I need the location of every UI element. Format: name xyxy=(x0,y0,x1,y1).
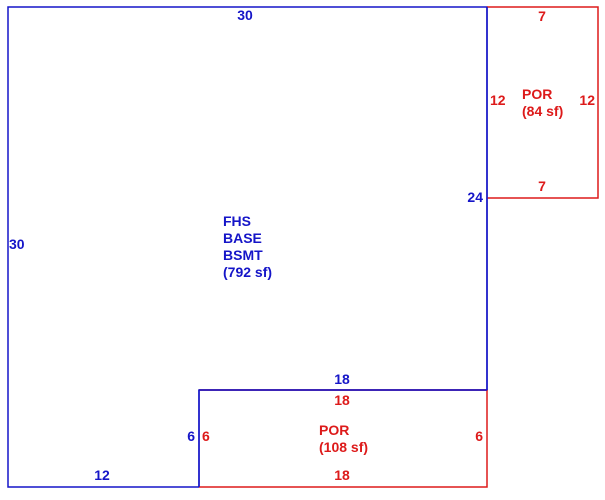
porch-bottom-dim-top: 18 xyxy=(334,392,350,408)
main-dim-notch-side: 6 xyxy=(187,428,195,444)
main-dim-left: 30 xyxy=(9,236,25,252)
porch-right-dim-left: 12 xyxy=(490,92,506,108)
porch-bottom-size: (108 sf) xyxy=(319,439,368,455)
porch-bottom-dim-right: 6 xyxy=(475,428,483,444)
porch-right-outline xyxy=(487,6,599,199)
porch-right-dim-top: 7 xyxy=(538,8,546,24)
main-area-name-line3: BSMT xyxy=(223,247,263,263)
porch-bottom-name: POR xyxy=(319,422,349,438)
porch-right-dim-bottom: 7 xyxy=(538,178,546,194)
main-dim-right: 24 xyxy=(467,189,483,205)
main-area-name-line2: BASE xyxy=(223,230,262,246)
porch-right-size: (84 sf) xyxy=(522,103,563,119)
main-dim-bottom: 12 xyxy=(94,467,110,483)
main-area-name-line1: FHS xyxy=(223,213,251,229)
main-area-size: (792 sf) xyxy=(223,264,272,280)
main-dim-notch-top: 18 xyxy=(334,371,350,387)
porch-right-dim-right: 12 xyxy=(579,92,595,108)
porch-bottom-dim-left: 6 xyxy=(202,428,210,444)
main-dim-top: 30 xyxy=(237,7,253,23)
porch-right-name: POR xyxy=(522,86,552,102)
porch-bottom-dim-bottom: 18 xyxy=(334,467,350,483)
